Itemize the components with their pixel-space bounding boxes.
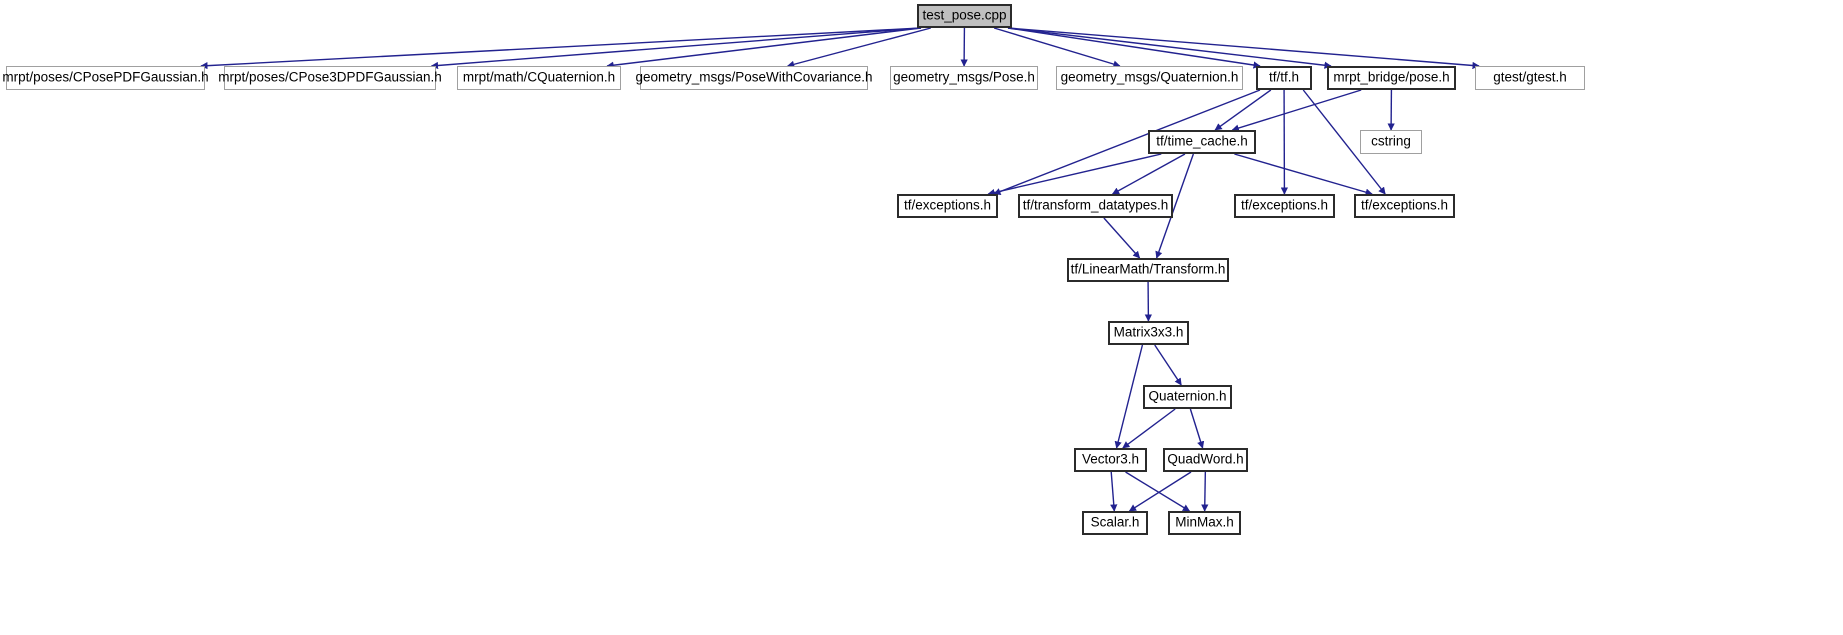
- graph-edge-root-to-cpose3d: [430, 27, 922, 70]
- graph-node-label: test_pose.cpp: [922, 7, 1007, 23]
- graph-edge-root-to-bridgepose: [1007, 27, 1332, 69]
- graph-node-tftf[interactable]: tf/tf.h: [1256, 66, 1312, 90]
- graph-node-cquat[interactable]: mrpt/math/CQuaternion.h: [457, 66, 621, 90]
- graph-node-label: mrpt_bridge/pose.h: [1333, 69, 1450, 85]
- graph-edge-quadword-to-scalar: [1128, 471, 1192, 512]
- graph-node-posewithcov[interactable]: geometry_msgs/PoseWithCovariance.h: [635, 66, 873, 90]
- graph-node-label: mrpt/poses/CPose3DPDFGaussian.h: [218, 69, 442, 85]
- graph-edge-root-to-posewithcov: [786, 27, 931, 68]
- graph-node-label: Quaternion.h: [1148, 388, 1227, 404]
- graph-node-gmpose[interactable]: geometry_msgs/Pose.h: [890, 66, 1038, 90]
- graph-node-label: Matrix3x3.h: [1113, 324, 1184, 340]
- graph-node-scalar[interactable]: Scalar.h: [1082, 511, 1148, 535]
- graph-node-transdt[interactable]: tf/transform_datatypes.h: [1018, 194, 1173, 218]
- graph-node-vector3[interactable]: Vector3.h: [1074, 448, 1147, 472]
- graph-edge-root-to-cquat: [606, 27, 922, 69]
- graph-node-gmquat[interactable]: geometry_msgs/Quaternion.h: [1056, 66, 1243, 90]
- graph-node-label: tf/exceptions.h: [1240, 197, 1329, 213]
- graph-edge-root-to-gtest: [1007, 27, 1480, 70]
- graph-edge-quaternion-to-quadword: [1189, 408, 1205, 449]
- graph-node-timecache[interactable]: tf/time_cache.h: [1148, 130, 1256, 154]
- graph-node-exc2[interactable]: tf/exceptions.h: [1234, 194, 1335, 218]
- graph-node-minmax[interactable]: MinMax.h: [1168, 511, 1241, 535]
- graph-edge-timecache-to-exc1: [987, 153, 1162, 197]
- graph-edge-matrix-to-vector3: [1114, 344, 1144, 449]
- graph-edge-vector3-to-minmax: [1125, 471, 1191, 512]
- graph-node-label: QuadWord.h: [1167, 451, 1244, 467]
- graph-edge-transdt-to-transform: [1103, 217, 1141, 259]
- graph-node-label: geometry_msgs/Pose.h: [893, 69, 1035, 85]
- graph-node-label: gtest/gtest.h: [1493, 69, 1567, 85]
- graph-node-label: mrpt/poses/CPosePDFGaussian.h: [2, 69, 209, 85]
- graph-node-label: tf/exceptions.h: [1360, 197, 1449, 213]
- graph-node-exc3[interactable]: tf/exceptions.h: [1354, 194, 1455, 218]
- graph-node-label: tf/exceptions.h: [903, 197, 992, 213]
- graph-node-label: tf/time_cache.h: [1156, 133, 1248, 149]
- graph-node-exc1[interactable]: tf/exceptions.h: [897, 194, 998, 218]
- graph-edge-timecache-to-exc3: [1234, 153, 1373, 196]
- graph-node-bridgepose[interactable]: mrpt_bridge/pose.h: [1327, 66, 1456, 90]
- graph-node-label: Scalar.h: [1090, 514, 1140, 530]
- graph-node-label: geometry_msgs/PoseWithCovariance.h: [635, 69, 873, 85]
- graph-node-transform[interactable]: tf/LinearMath/Transform.h: [1067, 258, 1229, 282]
- graph-node-matrix[interactable]: Matrix3x3.h: [1108, 321, 1189, 345]
- graph-node-label: tf/tf.h: [1268, 69, 1299, 85]
- graph-node-label: Vector3.h: [1081, 451, 1140, 467]
- graph-edge-timecache-to-transdt: [1111, 153, 1186, 195]
- graph-node-label: geometry_msgs/Quaternion.h: [1060, 69, 1239, 85]
- graph-node-quadword[interactable]: QuadWord.h: [1163, 448, 1248, 472]
- graph-node-label: mrpt/math/CQuaternion.h: [462, 69, 616, 85]
- graph-node-label: MinMax.h: [1175, 514, 1234, 530]
- graph-edge-root-to-cposepdf: [200, 27, 922, 70]
- graph-node-gtest[interactable]: gtest/gtest.h: [1475, 66, 1585, 90]
- graph-edge-vector3-to-scalar: [1110, 471, 1118, 512]
- graph-edge-tftf-to-timecache: [1214, 89, 1272, 131]
- graph-edge-root-to-tftf: [1007, 27, 1261, 69]
- graph-node-quaternion[interactable]: Quaternion.h: [1143, 385, 1232, 409]
- graph-node-cpose3d[interactable]: mrpt/poses/CPose3DPDFGaussian.h: [218, 66, 442, 90]
- graph-node-cposepdf[interactable]: mrpt/poses/CPosePDFGaussian.h: [2, 66, 209, 90]
- graph-node-label: cstring: [1371, 133, 1411, 149]
- graph-node-root[interactable]: test_pose.cpp: [917, 4, 1012, 28]
- graph-edge-quaternion-to-vector3: [1122, 408, 1176, 449]
- graph-edge-bridgepose-to-timecache: [1231, 89, 1362, 132]
- graph-node-label: tf/LinearMath/Transform.h: [1070, 261, 1226, 277]
- graph-edge-quadword-to-minmax: [1201, 471, 1209, 512]
- graph-edge-root-to-gmquat: [993, 27, 1121, 68]
- graph-edge-matrix-to-quaternion: [1154, 344, 1182, 386]
- graph-node-label: tf/transform_datatypes.h: [1022, 197, 1169, 213]
- graph-node-cstring[interactable]: cstring: [1360, 130, 1422, 154]
